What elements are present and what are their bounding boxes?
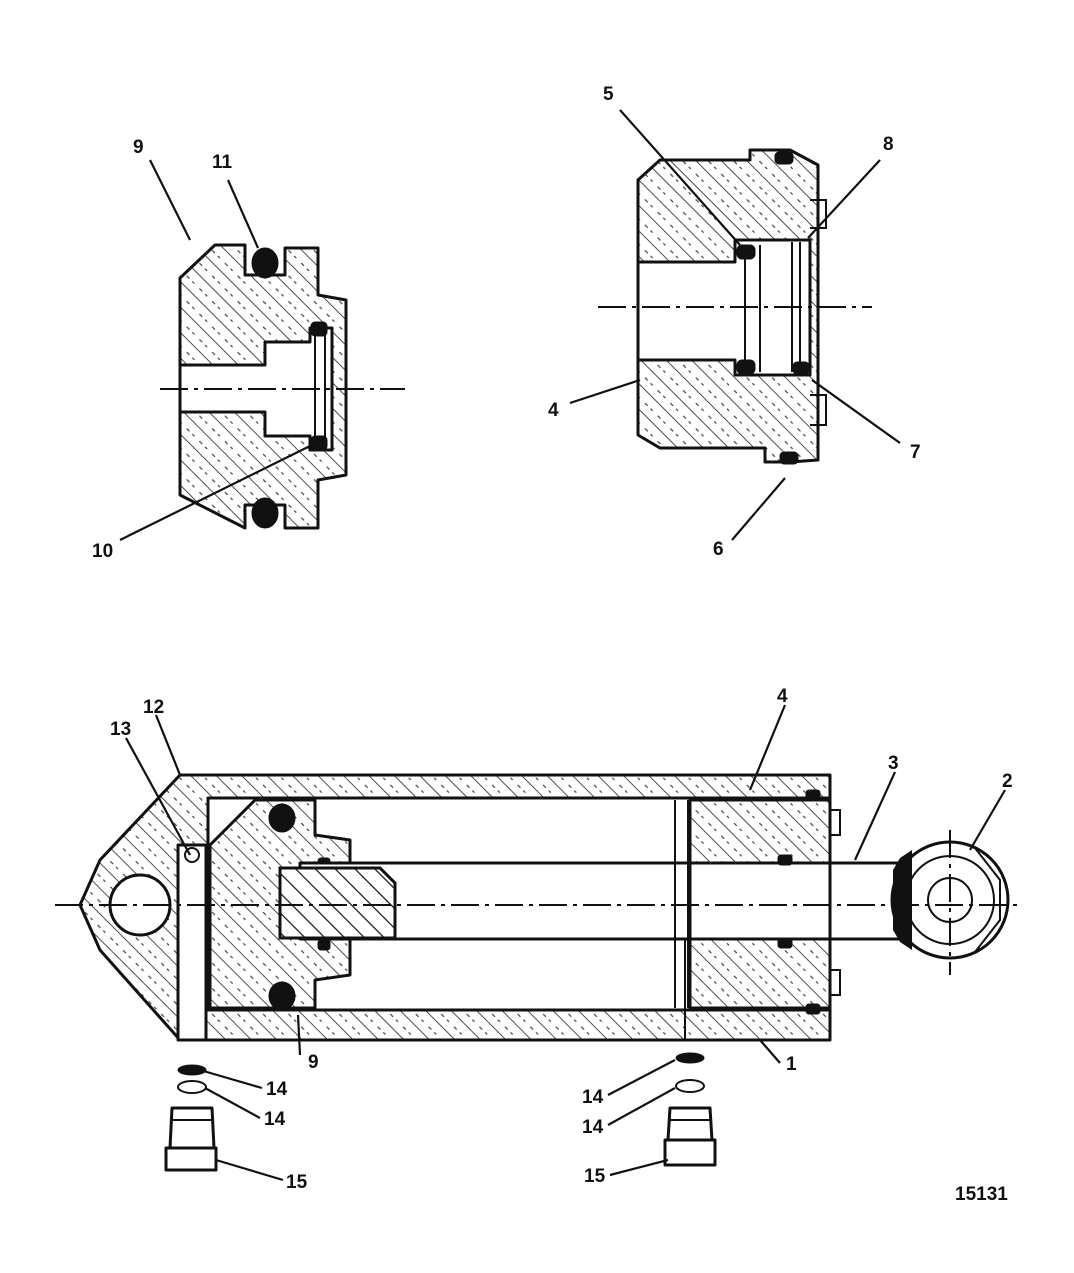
cylinder-assembly xyxy=(55,773,1020,1042)
callout-2: 2 xyxy=(1002,771,1013,792)
callout-1: 1 xyxy=(786,1054,797,1075)
callout-10: 10 xyxy=(92,541,113,562)
callout-15-b: 15 xyxy=(584,1166,606,1187)
callout-9-bottom: 9 xyxy=(308,1052,319,1073)
leader-lines xyxy=(119,109,1006,1182)
fitting-left xyxy=(164,1064,218,1172)
callout-15-a: 15 xyxy=(286,1172,308,1193)
callout-7: 7 xyxy=(910,442,921,463)
callout-14-b: 14 xyxy=(264,1109,286,1130)
callout-14-c: 14 xyxy=(582,1087,604,1108)
piston-detail xyxy=(160,243,405,530)
figure-number: 15131 xyxy=(955,1184,1008,1205)
callout-14-d: 14 xyxy=(582,1117,604,1138)
fitting-right xyxy=(663,1052,717,1167)
callout-14-a: 14 xyxy=(266,1079,288,1100)
callout-13: 13 xyxy=(110,719,131,740)
callout-11: 11 xyxy=(212,152,233,173)
callout-labels: 9 11 10 5 8 4 7 6 12 13 4 3 2 9 1 14 14 … xyxy=(92,84,1013,1205)
callout-4-bottom: 4 xyxy=(777,686,788,707)
callout-4-top: 4 xyxy=(548,400,559,421)
end-cap-detail xyxy=(598,148,872,465)
callout-9-top: 9 xyxy=(133,137,144,158)
callout-8: 8 xyxy=(883,134,894,155)
callout-6: 6 xyxy=(713,539,724,560)
callout-12: 12 xyxy=(143,697,164,718)
callout-5: 5 xyxy=(603,84,614,105)
callout-3: 3 xyxy=(888,753,899,774)
